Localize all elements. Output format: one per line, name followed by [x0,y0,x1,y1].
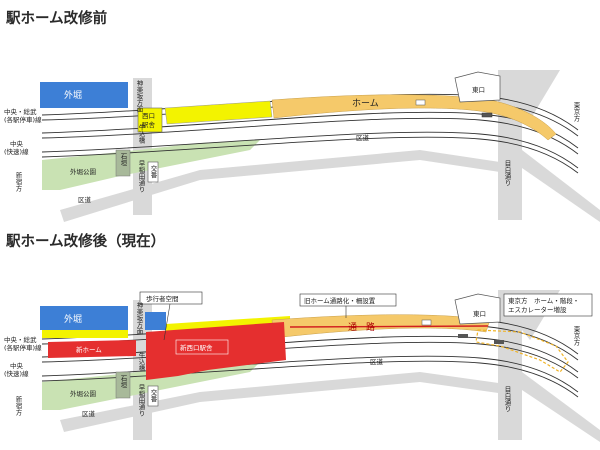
label-new-west-station: 新西口駅舎 [180,343,213,352]
escalator-icon-after-1 [421,319,432,326]
west-exit-box [137,107,163,133]
west-platform-old [164,100,273,125]
escalator-icon-after-2 [458,334,468,338]
ishigaki-block-after [115,371,131,399]
yellow-strip-main [166,316,290,332]
old-platform-note-box [299,293,397,307]
panel-before: 外堀 外堀公園 ホーム 西口 駅舎 東口 石垣 交番 [4,70,600,222]
label-outer-moat: 外堀 [64,89,82,101]
label-outer-moat-after: 外堀 [64,313,82,325]
passage-fence [289,325,489,328]
pedestrian-pointer [163,303,171,341]
ishigaki-block [115,149,131,177]
label-shinjuku-dir-after: 新宿方 [14,395,22,417]
label-ward-road-after: 区道 [370,357,384,366]
label-escalator-note-2: エスカレーター増設 [508,305,567,314]
label-station-building: 駅舎 [142,121,156,129]
koban-box-after [147,385,159,407]
label-platform: ホーム [352,98,379,109]
label-mejiro: 目白通り [503,160,511,187]
east-road-band-after [498,290,522,440]
label-tokyo-dir-after: 東京方 [572,325,580,347]
outer-moat-after [40,306,128,330]
east-road-diag2-after [522,372,600,442]
label-kagurazaka: 神楽坂方面 [135,79,143,114]
escalator-note-box [503,293,593,317]
ward-road-lower [60,150,520,222]
escalator-dashed-area [475,329,569,373]
label-kagurazaka-after: 神楽坂方面 [135,301,143,336]
label-waseda: 早稲田通り [137,160,145,193]
label-rapid-after: (快速)線 [4,369,29,378]
label-west-exit: 西口 [142,112,155,120]
label-tokyo-dir: 東京方 [572,101,580,123]
label-local-line: (各駅停車)線 [4,115,42,124]
label-local-line-after: (各駅停車)線 [4,343,42,352]
east-road-diag [522,70,560,120]
moat-extension [145,312,166,330]
escalator-icon-1 [415,99,426,106]
label-koban-after: 交番 [149,388,157,404]
label-new-platform: 新ホーム [76,345,102,354]
east-road-diag2 [522,150,600,222]
label-mejiro-after: 目白通り [503,386,511,413]
title-before: 駅ホーム改修前 [5,9,108,27]
escalator-icon-after-3 [494,340,504,344]
koban-box [147,161,159,183]
label-koban: 交番 [149,164,157,180]
yellow-strip-west [42,330,128,338]
label-chuo-sobu-after: 中央・総武 [4,335,37,344]
new-west-station-label-box [175,339,229,355]
title-after: 駅ホーム改修後（現在） [5,232,165,250]
label-waseda-after: 早稲田通り [137,384,145,417]
label-park: 外堀公園 [70,167,96,176]
east-exit-building [454,71,501,103]
label-shinjuku-dir: 新宿方 [14,171,22,193]
label-chuo-rapid: 中央 [10,139,24,148]
label-ward-road: 区道 [356,133,370,142]
label-ishigaki-after: 石垣 [119,375,127,389]
east-exit-building-after [454,293,501,325]
escalator-icon-2 [481,112,493,118]
label-passage: 通 路 [348,321,375,333]
label-ushigome-after: 牛込橋 [137,351,145,373]
label-ward-road2-after: 区道 [82,409,96,418]
label-escalator-note-1: 東京方 ホーム・階段・ [508,296,579,305]
label-pedestrian-space: 歩行者空間 [146,294,179,303]
old-platform [271,94,557,141]
label-chuo-rapid-after: 中央 [10,361,24,370]
pedestrian-space-box [139,291,203,305]
label-rapid: (快速)線 [4,147,29,156]
label-east-exit-after: 東口 [473,309,486,318]
panel-after: 外堀 外堀公園 通 路 新ホーム 新西口駅舎 歩行者空間 [4,290,600,442]
label-ushigome: 牛込橋 [137,123,145,145]
outer-moat [40,82,128,108]
label-east-exit: 東口 [472,85,485,94]
label-park-after: 外堀公園 [70,389,96,398]
label-ward-road2: 区道 [78,195,92,204]
label-chuo-sobu: 中央・総武 [4,107,37,116]
label-ishigaki: 石垣 [119,153,127,167]
new-platform [48,340,136,358]
label-old-platform-note: 旧ホーム通路化・柵設置 [304,296,376,305]
